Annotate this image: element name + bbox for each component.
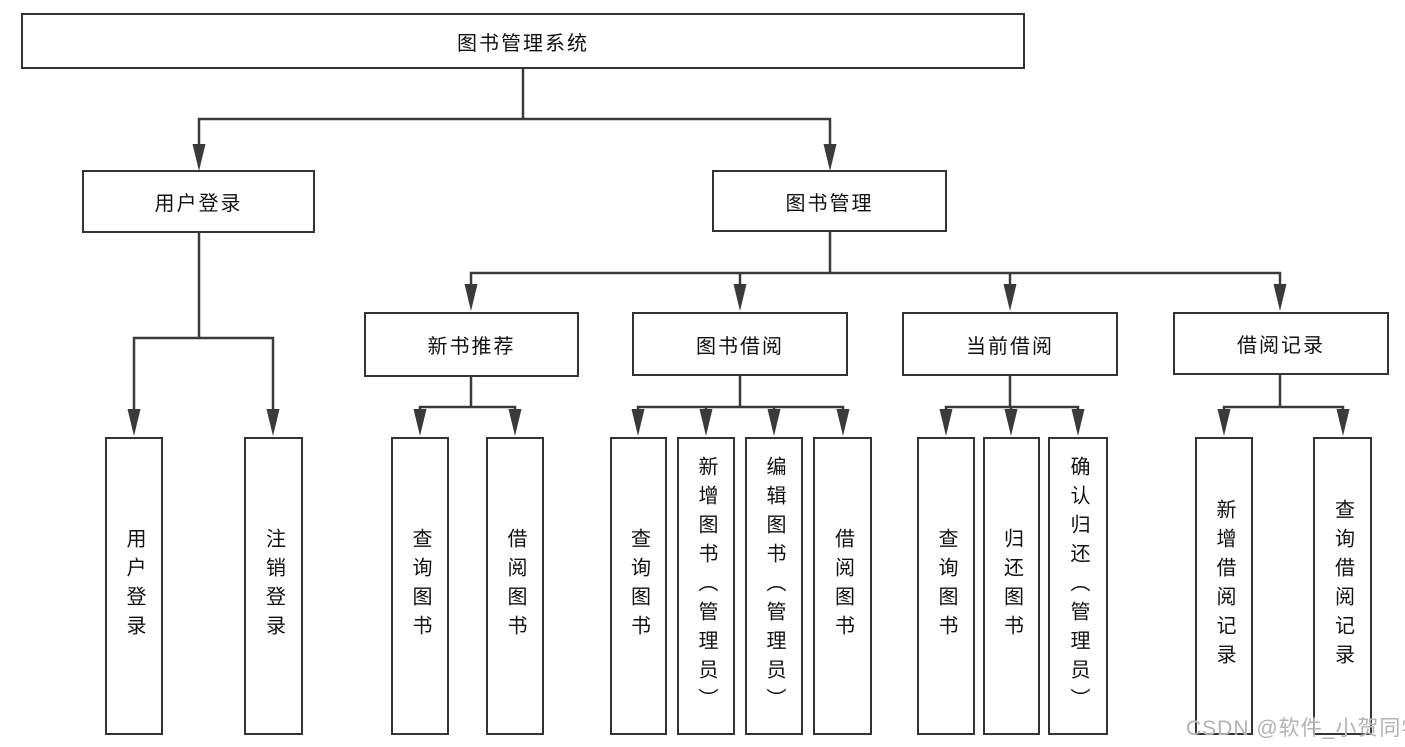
leaf-add-book-admin: 新增图书（管理员） <box>677 437 735 735</box>
node-label: 当前借阅 <box>966 335 1054 358</box>
node-label: 图书管理 <box>785 192 874 215</box>
node-current-borrow: 当前借阅 <box>902 312 1118 376</box>
leaf-label: 查询图书 <box>409 528 431 644</box>
leaf-logout: 注销登录 <box>244 437 303 735</box>
leaf-query-borrow-record: 查询借阅记录 <box>1313 437 1372 735</box>
leaf-query-book-borrow: 查询图书 <box>610 437 667 735</box>
leaf-label: 用户登录 <box>123 528 145 644</box>
leaf-borrow-book-newbooks: 借阅图书 <box>486 437 544 735</box>
node-library-system-root: 图书管理系统 <box>21 13 1025 69</box>
node-label: 图书借阅 <box>696 335 784 358</box>
leaf-edit-book-admin: 编辑图书（管理员） <box>745 437 803 735</box>
node-book-borrow: 图书借阅 <box>632 312 848 376</box>
leaf-confirm-return-admin: 确认归还（管理员） <box>1048 437 1108 735</box>
node-user-login: 用户登录 <box>82 170 315 233</box>
leaf-add-borrow-record: 新增借阅记录 <box>1195 437 1253 735</box>
leaf-borrow-book: 借阅图书 <box>813 437 872 735</box>
leaf-label: 编辑图书（管理员） <box>763 455 785 717</box>
leaf-user-login: 用户登录 <box>105 437 163 735</box>
leaf-query-book-current: 查询图书 <box>917 437 975 735</box>
node-label: 用户登录 <box>154 193 243 215</box>
leaf-label: 归还图书 <box>1000 528 1023 644</box>
tree-edges <box>132 67 1345 413</box>
node-label: 新书推荐 <box>427 336 516 358</box>
node-new-book-recommend: 新书推荐 <box>364 312 579 377</box>
csdn-watermark: CSDN @软件_小贺同学 <box>1186 717 1405 740</box>
leaf-label: 查询图书 <box>935 528 957 644</box>
leaf-label: 新增图书（管理员） <box>695 455 717 717</box>
leaf-label: 查询借阅记录 <box>1331 499 1354 673</box>
node-label: 借阅记录 <box>1237 335 1325 357</box>
leaf-label: 查询图书 <box>627 528 650 644</box>
leaf-label: 借阅图书 <box>831 528 854 644</box>
arrowheads <box>127 144 1350 436</box>
node-book-management: 图书管理 <box>712 170 947 232</box>
leaf-label: 确认归还（管理员） <box>1067 455 1089 717</box>
leaf-query-book-newbooks: 查询图书 <box>391 437 449 735</box>
leaf-return-book: 归还图书 <box>983 437 1040 735</box>
node-borrow-records: 借阅记录 <box>1173 312 1389 375</box>
node-label: 图书管理系统 <box>457 32 589 55</box>
leaf-label: 借阅图书 <box>504 528 526 644</box>
leaf-label: 注销登录 <box>262 528 285 644</box>
leaf-label: 新增借阅记录 <box>1213 499 1235 673</box>
